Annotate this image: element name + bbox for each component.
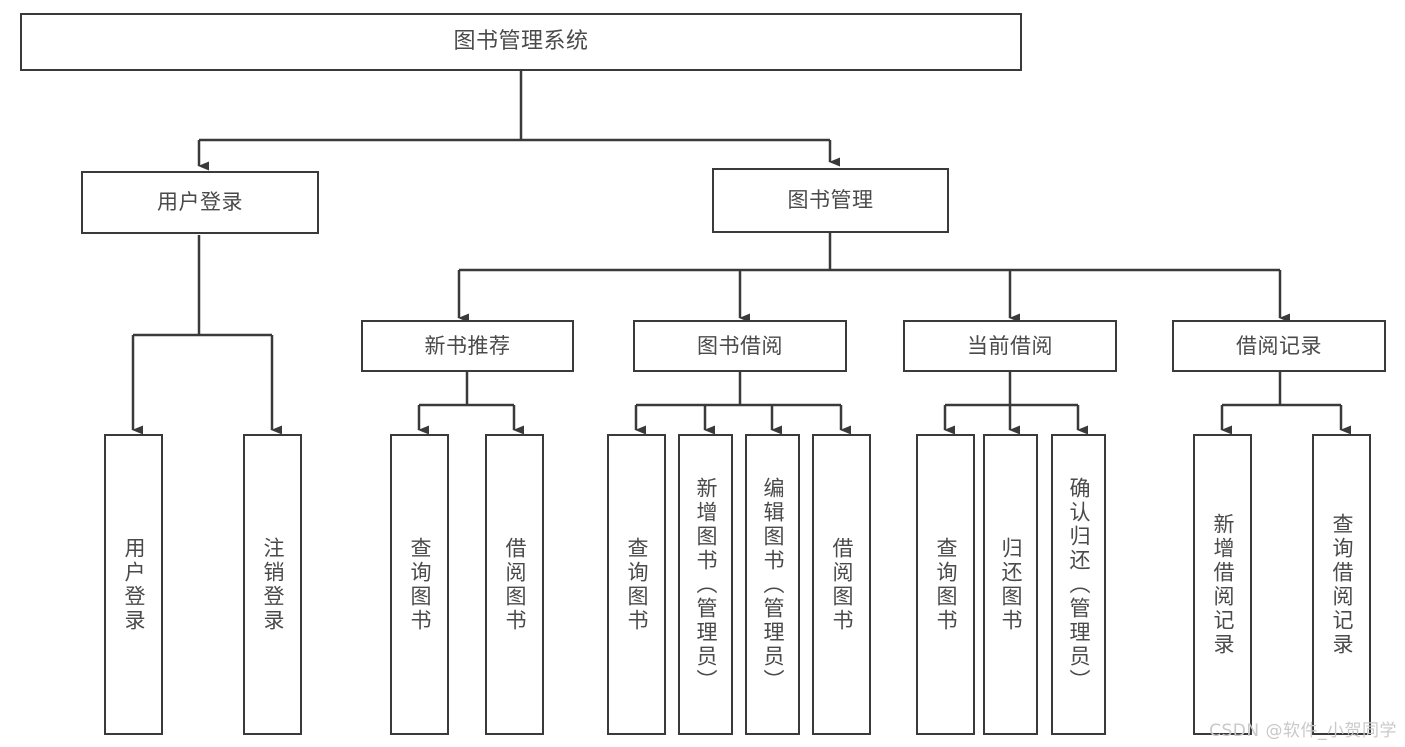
node-label: 图书管理系统 <box>453 29 589 55</box>
node-current-borrow[interactable]: 当前借阅 <box>903 320 1117 372</box>
leaf-query-book-recommend[interactable]: 查询图书 <box>390 434 449 735</box>
node-book-borrow[interactable]: 图书借阅 <box>633 320 847 372</box>
node-label: 图书管理 <box>787 188 874 213</box>
node-label: 借阅图书 <box>503 536 528 633</box>
watermark-text: CSDN @软件_小贺同学 <box>1209 721 1397 741</box>
node-label: 新书推荐 <box>424 333 511 358</box>
node-new-book-recommend[interactable]: 新书推荐 <box>361 320 574 372</box>
node-label: 确认归还（管理员） <box>1067 476 1092 693</box>
leaf-edit-book-admin[interactable]: 编辑图书（管理员） <box>745 434 800 735</box>
node-borrow-record[interactable]: 借阅记录 <box>1172 320 1386 372</box>
node-label: 查询借阅记录 <box>1330 512 1355 657</box>
node-label: 归还图书 <box>999 536 1024 633</box>
node-label: 用户登录 <box>157 190 243 215</box>
leaf-query-book-borrow[interactable]: 查询图书 <box>607 434 666 735</box>
node-root-system[interactable]: 图书管理系统 <box>20 13 1022 71</box>
leaf-confirm-return-admin[interactable]: 确认归还（管理员） <box>1051 434 1106 735</box>
node-label: 查询图书 <box>408 536 433 633</box>
node-book-management[interactable]: 图书管理 <box>712 168 949 233</box>
node-label: 查询图书 <box>625 536 650 633</box>
leaf-add-borrow-record[interactable]: 新增借阅记录 <box>1193 434 1252 735</box>
leaf-return-book[interactable]: 归还图书 <box>983 434 1038 735</box>
node-label: 借阅图书 <box>830 536 855 633</box>
node-label: 新增借阅记录 <box>1211 512 1236 657</box>
node-user-login[interactable]: 用户登录 <box>81 171 319 234</box>
node-label: 编辑图书（管理员） <box>761 476 786 693</box>
node-label: 用户登录 <box>122 536 147 633</box>
node-label: 当前借阅 <box>967 333 1053 358</box>
leaf-user-login[interactable]: 用户登录 <box>104 434 163 735</box>
leaf-borrow-book-recommend[interactable]: 借阅图书 <box>485 434 544 735</box>
leaf-borrow-book[interactable]: 借阅图书 <box>812 434 871 735</box>
leaf-query-borrow-record[interactable]: 查询借阅记录 <box>1312 434 1371 735</box>
leaf-add-book-admin[interactable]: 新增图书（管理员） <box>678 434 733 735</box>
node-label: 新增图书（管理员） <box>694 476 719 693</box>
node-label: 图书借阅 <box>697 333 783 358</box>
leaf-query-book-current[interactable]: 查询图书 <box>916 434 975 735</box>
node-label: 查询图书 <box>934 536 959 633</box>
node-label: 注销登录 <box>261 536 286 633</box>
leaf-logout[interactable]: 注销登录 <box>243 434 302 735</box>
node-label: 借阅记录 <box>1236 333 1322 358</box>
